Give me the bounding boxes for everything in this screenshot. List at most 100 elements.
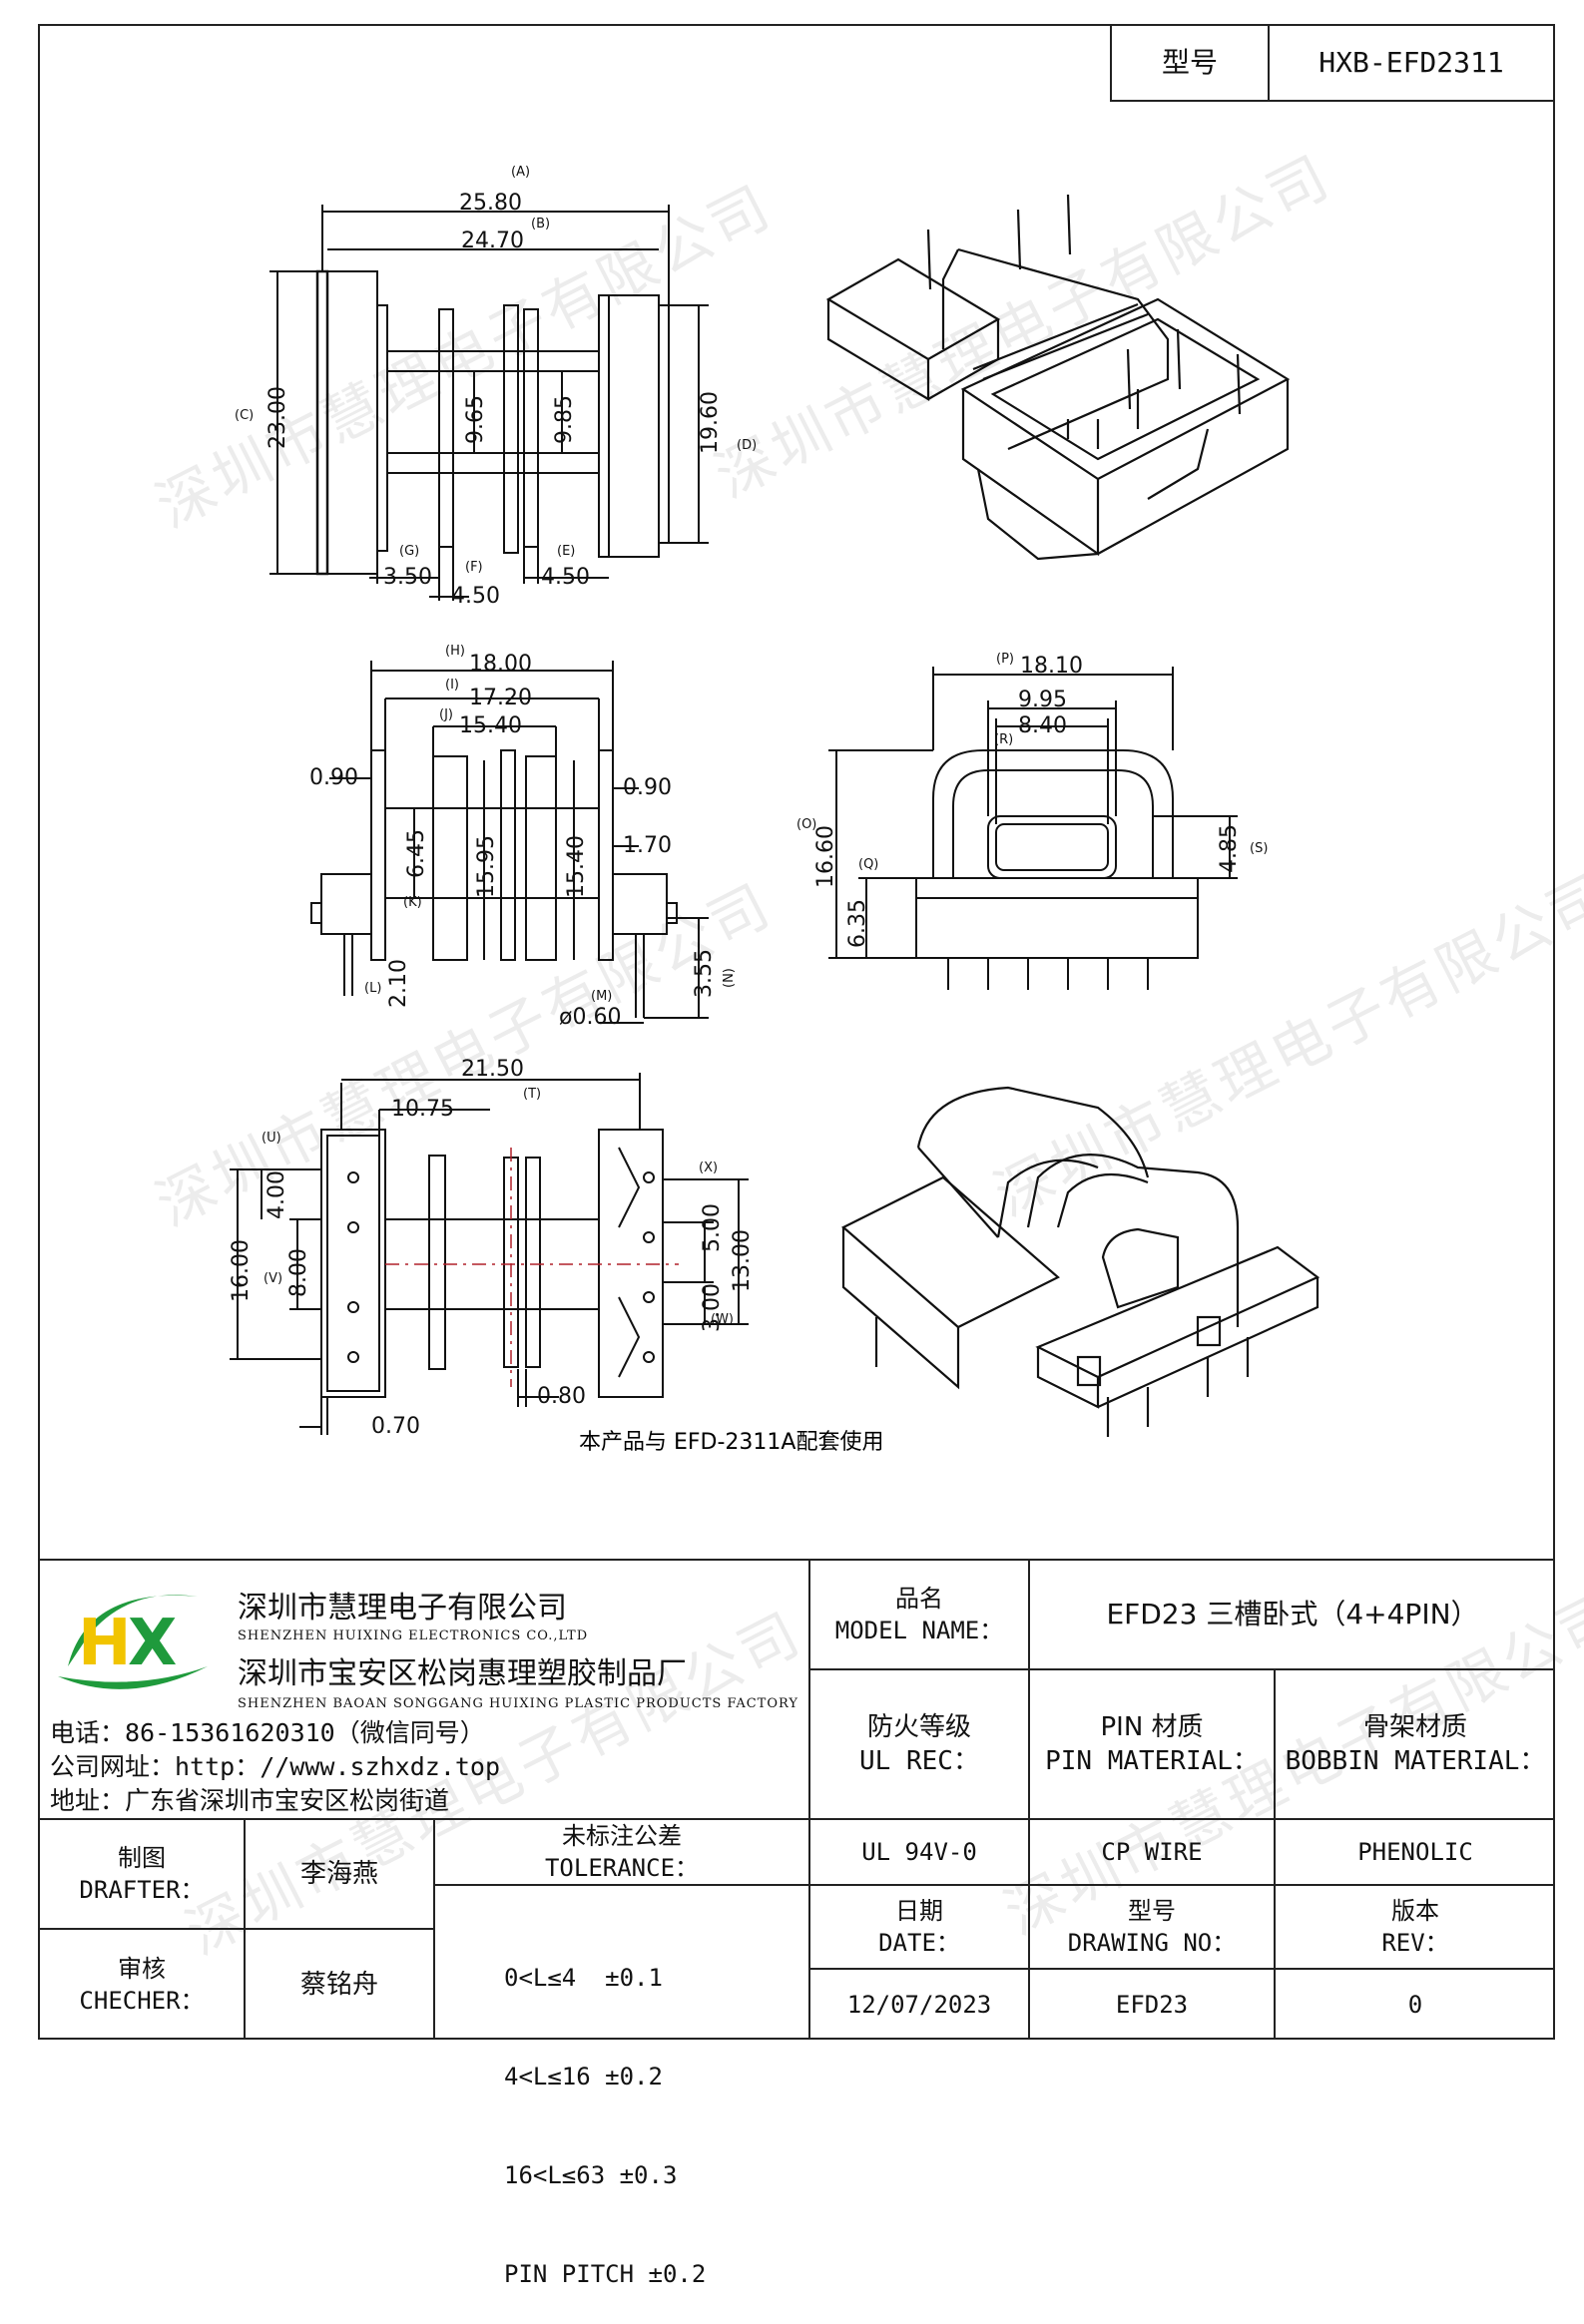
iso-view-top — [825, 194, 1291, 561]
dim-label: (B) — [531, 217, 550, 232]
dim-label: (P) — [996, 652, 1014, 667]
side-view — [310, 661, 709, 1024]
product-name-value: EFD23 三槽卧式（4+4PIN） — [1106, 1598, 1479, 1630]
dim-label: (E) — [557, 544, 575, 559]
dim-value: 4.85 — [1217, 824, 1242, 873]
dim-value: 17.20 — [469, 686, 532, 710]
dim-label: (F) — [465, 560, 483, 575]
company-name-2-en: SHENZHEN BAOAN SONGGANG HUIXING PLASTIC … — [238, 1696, 798, 1711]
tolerance-line: PIN PITCH ±0.2 — [504, 2260, 707, 2288]
dim-label: (Q) — [858, 857, 878, 872]
bobbin-material-value: PHENOLIC — [1357, 1838, 1473, 1866]
dim-value: 0.80 — [537, 1384, 586, 1409]
dim-value: 18.00 — [469, 652, 532, 677]
dim-value: 9.85 — [552, 395, 577, 444]
pin-material-value: CP WIRE — [1101, 1838, 1203, 1866]
dim-value: 9.65 — [463, 395, 488, 444]
dim-label: (A) — [511, 165, 530, 180]
dim-value: 24.70 — [461, 229, 524, 253]
dim-value: 15.95 — [474, 835, 499, 898]
company-name-1-en: SHENZHEN HUIXING ELECTRONICS CO.,LTD — [238, 1628, 589, 1643]
dim-label: (U) — [262, 1131, 281, 1146]
dim-value: 0.90 — [309, 765, 358, 790]
dim-value: 4.50 — [451, 584, 500, 609]
dim-label: (X) — [699, 1161, 718, 1175]
dim-value: ø0.60 — [559, 1005, 621, 1030]
dim-value: 16.00 — [229, 1239, 254, 1302]
dim-value: 10.75 — [391, 1097, 454, 1122]
dim-value: 3.50 — [383, 565, 432, 590]
company-logo: H X — [58, 1595, 208, 1689]
iso-view-bottom — [841, 1086, 1320, 1437]
dim-value: 18.10 — [1020, 654, 1083, 679]
dim-label: (I) — [445, 678, 459, 693]
dim-label: (G) — [399, 544, 419, 559]
dim-value: 0.90 — [623, 775, 672, 800]
dim-label: (O) — [796, 817, 816, 832]
fire-rating-value: UL 94V-0 — [861, 1838, 977, 1866]
front-view — [269, 205, 709, 601]
svg-text:H: H — [78, 1607, 132, 1680]
dim-label: (K) — [403, 895, 422, 910]
drafter-value: 李海燕 — [299, 1859, 378, 1889]
dim-value: 3.00 — [700, 1283, 725, 1332]
dim-value: 9.95 — [1018, 688, 1067, 712]
date-value: 12/07/2023 — [846, 1991, 992, 2019]
dim-value: 2.10 — [386, 959, 411, 1008]
drawing-no-value: EFD23 — [1115, 1991, 1189, 2019]
dim-value: 15.40 — [564, 835, 589, 898]
compat-note: 本产品与 EFD-2311A配套使用 — [579, 1430, 883, 1455]
end-view — [828, 667, 1238, 990]
dim-label: (C) — [235, 408, 254, 423]
dim-label: (W) — [711, 1312, 734, 1327]
dim-value: 23.00 — [265, 386, 290, 449]
tolerance-list: 0<L≤4 ±0.1 4<L≤16 ±0.2 16<L≤63 ±0.3 PIN … — [504, 1896, 706, 2324]
technical-drawing: (A) 25.80 (B) 24.70 (C) 23.00 (D) 19.60 … — [229, 165, 1320, 1455]
dim-value: 8.00 — [286, 1248, 311, 1297]
drawing-sheet — [38, 24, 1555, 2040]
dim-value: 15.40 — [459, 713, 522, 738]
company-website: 公司网址：http：//www.szhxdz.top — [50, 1752, 501, 1781]
model-value: HXB-EFD2311 — [1319, 46, 1504, 79]
dim-value: 3.55 — [692, 949, 717, 998]
tolerance-line: 0<L≤4 ±0.1 — [504, 1964, 663, 1992]
dim-value: 8.40 — [1018, 713, 1067, 738]
revision-value: 0 — [1407, 1991, 1423, 2019]
dim-value: 16.60 — [813, 825, 838, 888]
dim-label: (S) — [1250, 841, 1268, 856]
dim-value: 5.00 — [700, 1203, 725, 1252]
dim-value: 1.70 — [623, 833, 672, 858]
dim-value: 25.80 — [459, 191, 522, 216]
dim-label: (N) — [722, 968, 737, 988]
tolerance-line: 4<L≤16 ±0.2 — [504, 2063, 663, 2091]
logo-swoosh-bottom — [58, 1666, 208, 1689]
dim-label: (L) — [364, 981, 381, 996]
company-address: 地址：广东省深圳市宝安区松岗街道 — [50, 1786, 450, 1815]
checker-value: 蔡铭舟 — [299, 1970, 378, 2000]
dim-value: 4.00 — [264, 1170, 289, 1219]
company-name-1: 深圳市慧理电子有限公司 — [238, 1591, 567, 1626]
svg-text:X: X — [128, 1607, 177, 1680]
dim-label: (M) — [591, 989, 612, 1004]
dim-label: (H) — [445, 644, 465, 659]
tolerance-line: 16<L≤63 ±0.3 — [504, 2161, 678, 2189]
dim-label: (V) — [264, 1271, 282, 1286]
company-name-2: 深圳市宝安区松岗惠理塑胶制品厂 — [238, 1656, 687, 1691]
dim-value: 13.00 — [730, 1229, 755, 1292]
company-phone: 电话：86-15361620310（微信同号） — [50, 1718, 485, 1747]
dim-value: 19.60 — [698, 391, 723, 454]
bottom-view — [230, 1073, 749, 1435]
dim-value: 6.35 — [845, 899, 870, 948]
dim-label: (T) — [523, 1087, 541, 1102]
dim-value: 6.45 — [404, 829, 429, 878]
